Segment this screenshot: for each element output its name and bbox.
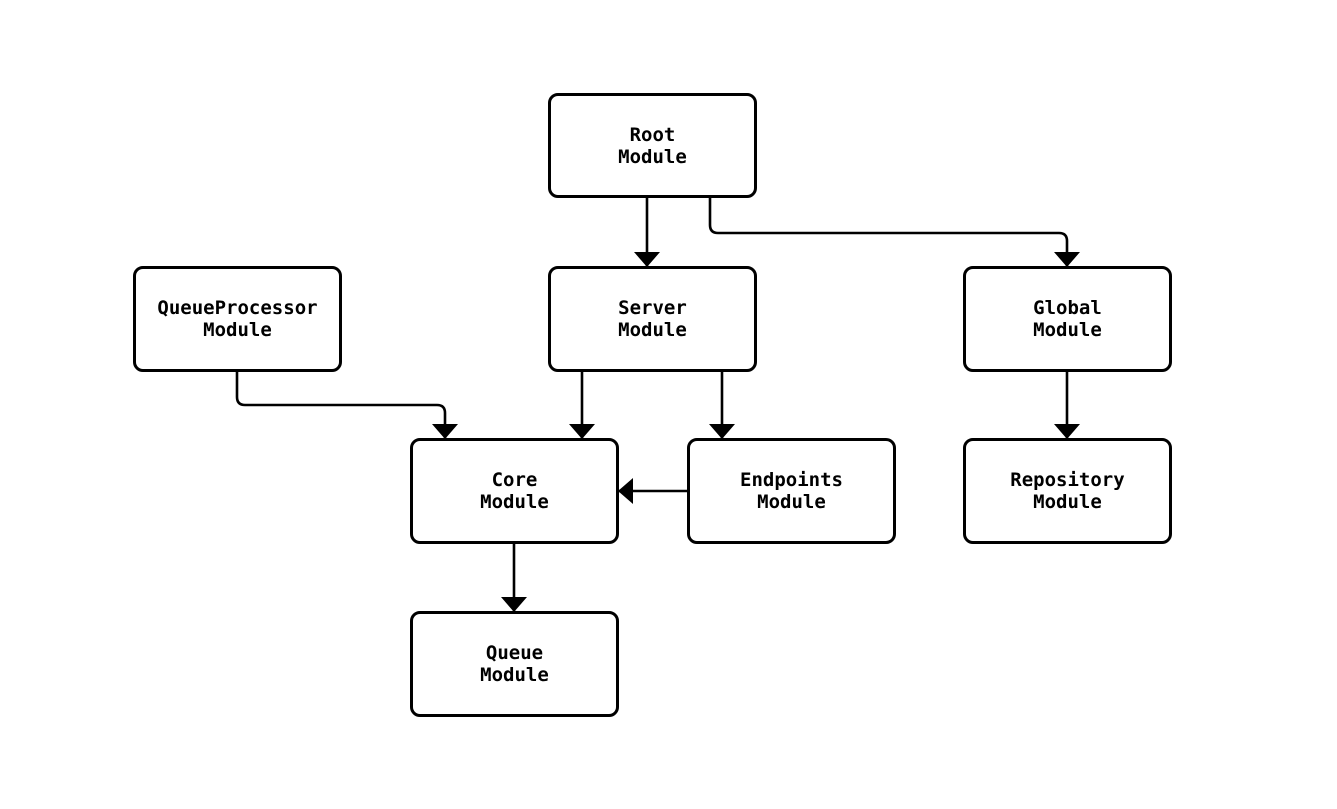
node-queue-module: Queue Module [410, 611, 619, 717]
node-endpoints-module: Endpoints Module [687, 438, 896, 544]
node-label: QueueProcessor Module [157, 297, 318, 341]
node-root-module: Root Module [548, 93, 757, 198]
node-core-module: Core Module [410, 438, 619, 544]
edge-queueprocessor-to-core [235, 372, 458, 439]
edges-group [235, 198, 1080, 612]
node-label: Core Module [480, 469, 549, 513]
node-label: Endpoints Module [740, 469, 843, 513]
node-repository-module: Repository Module [963, 438, 1172, 544]
node-server-module: Server Module [548, 266, 757, 372]
node-label: Server Module [618, 297, 687, 341]
node-label: Root Module [618, 123, 687, 168]
edge-root-to-global [708, 198, 1080, 267]
node-queueprocessor-module: QueueProcessor Module [133, 266, 342, 372]
node-label: Global Module [1033, 297, 1102, 341]
node-label: Repository Module [1010, 469, 1125, 513]
node-label: Queue Module [480, 642, 549, 686]
node-global-module: Global Module [963, 266, 1172, 372]
